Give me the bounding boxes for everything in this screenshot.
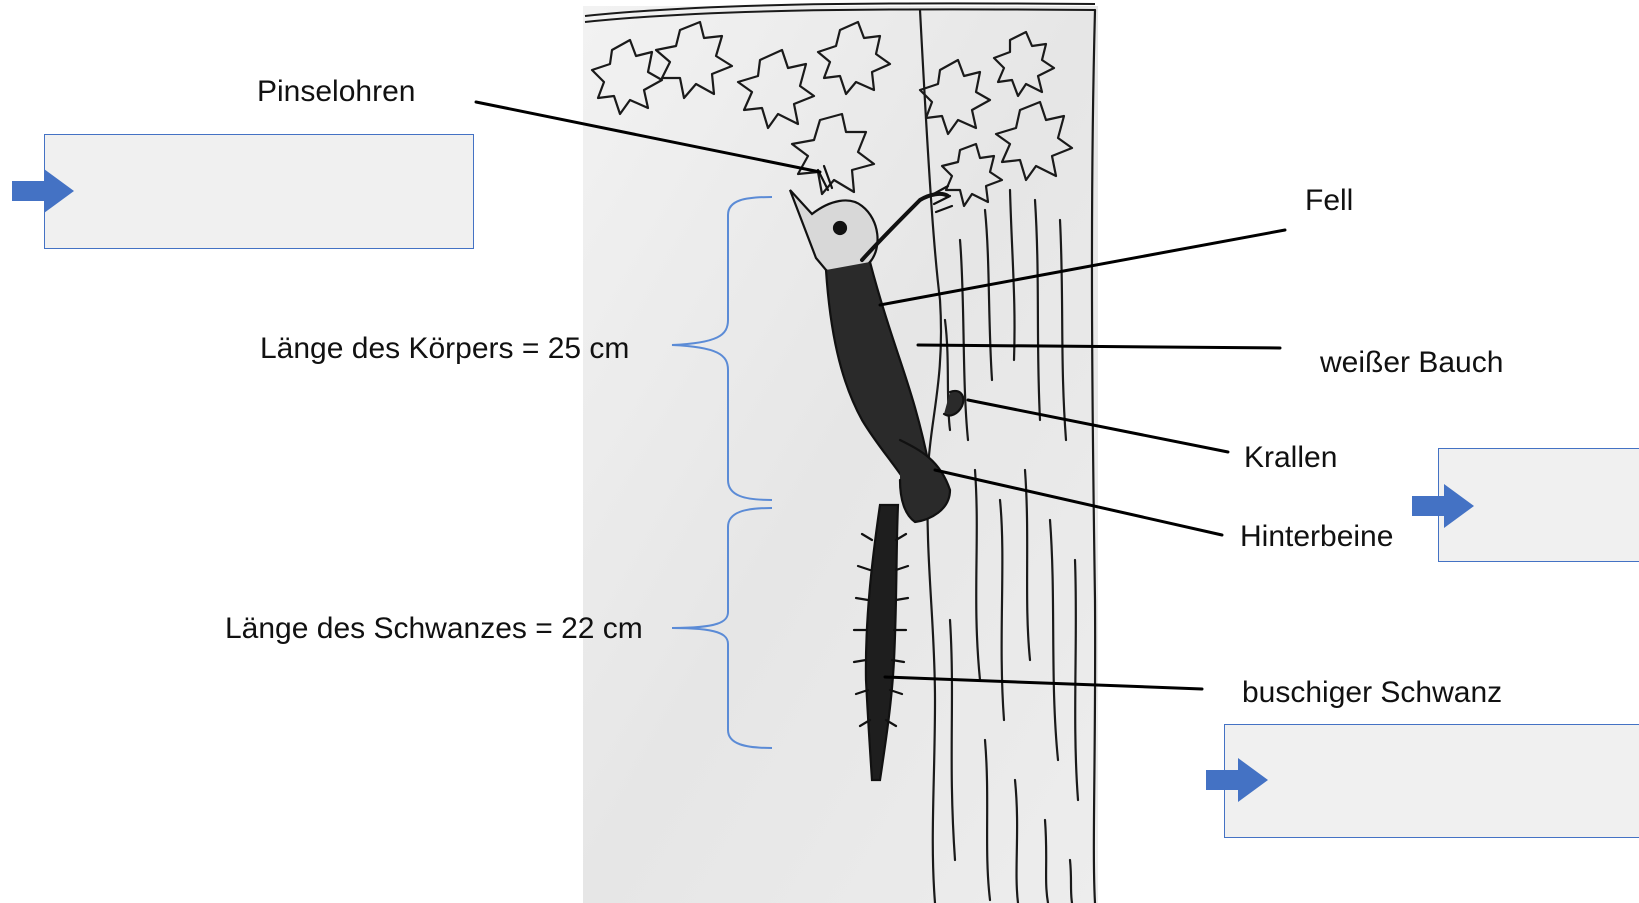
answer-box-right-bottom[interactable]	[1224, 724, 1639, 838]
label-hind-legs: Hinterbeine	[1240, 522, 1393, 552]
label-ear-tufts: Pinselohren	[257, 77, 415, 107]
label-fur: Fell	[1305, 186, 1353, 216]
label-white-belly: weißer Bauch	[1320, 348, 1503, 378]
label-bushy-tail: buschiger Schwanz	[1242, 678, 1502, 708]
label-body-length: Länge des Körpers = 25 cm	[260, 334, 629, 364]
arrow-right-icon	[1412, 484, 1474, 528]
arrow-right-icon	[1206, 758, 1268, 802]
arrow-right-icon	[12, 169, 74, 213]
answer-box-left[interactable]	[44, 134, 474, 249]
label-tail-length: Länge des Schwanzes = 22 cm	[225, 614, 643, 644]
label-claws: Krallen	[1244, 443, 1337, 473]
